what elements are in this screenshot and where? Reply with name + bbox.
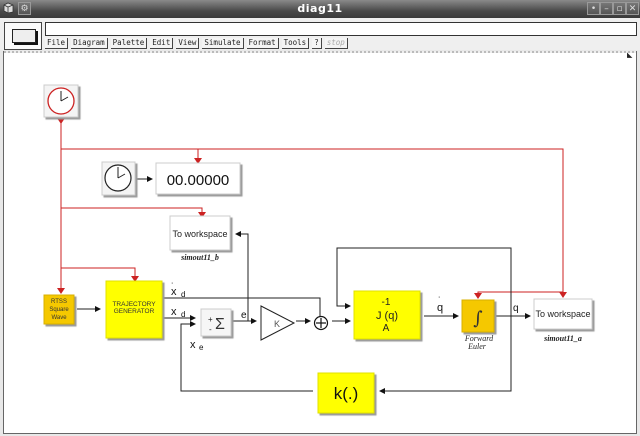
gain-block[interactable]: K bbox=[260, 305, 296, 341]
sigma-icon: Σ bbox=[215, 316, 225, 333]
rtss-label-line2: Square bbox=[49, 307, 69, 313]
activation-arrow bbox=[198, 212, 206, 218]
resize-corner-icon[interactable]: ◣ bbox=[627, 51, 633, 59]
activation-link-trajectory[interactable] bbox=[61, 267, 136, 278]
menu-file[interactable]: File bbox=[45, 38, 69, 49]
window-menu-icon[interactable] bbox=[3, 2, 14, 15]
rtss-square-wave-block[interactable]: RTSS Square Wave bbox=[43, 294, 75, 325]
link-xdot-d[interactable] bbox=[139, 297, 321, 319]
link-q-kinematics[interactable] bbox=[379, 324, 512, 394]
link-e-workspace[interactable] bbox=[235, 231, 249, 321]
minimize-icon: – bbox=[604, 4, 609, 14]
forward-euler-caption-2: Euler bbox=[467, 342, 487, 351]
sum-junction[interactable] bbox=[313, 315, 329, 331]
activation-arrow bbox=[57, 118, 65, 124]
jacobian-sub: A bbox=[383, 323, 390, 334]
integral-icon: ∫ bbox=[473, 308, 483, 329]
pin-icon: • bbox=[590, 4, 597, 14]
activation-arrow bbox=[194, 158, 202, 164]
window-options-button[interactable]: ⚙ bbox=[18, 2, 31, 15]
clock-block-display[interactable] bbox=[101, 161, 136, 196]
trajectory-generator-block[interactable]: TRAJECTORY GENERATOR bbox=[105, 280, 163, 339]
activation-link-top[interactable] bbox=[61, 148, 564, 294]
rtss-label-line3: Wave bbox=[51, 315, 67, 321]
to-workspace-b-block[interactable]: To workspace simout11_b bbox=[169, 215, 231, 262]
menu-diagram[interactable]: Diagram bbox=[71, 38, 108, 49]
activation-link-workspace-b[interactable] bbox=[61, 207, 203, 214]
clock-block-main[interactable] bbox=[43, 84, 79, 118]
jacobian-inverse-block[interactable]: -1 J (q) A bbox=[353, 290, 421, 340]
forward-euler-caption-1: Forward bbox=[464, 334, 494, 343]
activation-arrow bbox=[131, 276, 139, 282]
activation-links bbox=[60, 118, 564, 296]
window-icon bbox=[12, 29, 36, 43]
menu-format[interactable]: Format bbox=[246, 38, 279, 49]
menu-tools[interactable]: Tools bbox=[281, 38, 310, 49]
diagram-canvas[interactable] bbox=[3, 51, 637, 434]
jacobian-main: J (q) bbox=[376, 310, 398, 322]
rtss-label-line1: RTSS bbox=[51, 299, 67, 305]
menu-view[interactable]: View bbox=[176, 38, 200, 49]
close-icon: ✕ bbox=[628, 4, 637, 14]
activation-arrow bbox=[559, 292, 567, 298]
activation-arrow bbox=[474, 293, 482, 299]
activation-arrows bbox=[57, 118, 567, 299]
sum-plus-sign: + bbox=[208, 315, 213, 324]
window-title: diag11 bbox=[297, 2, 343, 15]
signal-x-d-label: x bbox=[171, 306, 177, 318]
time-display-block[interactable]: 00.00000 bbox=[155, 162, 241, 195]
signal-links bbox=[77, 176, 531, 394]
trajectory-label-line1: TRAJECTORY bbox=[112, 301, 156, 308]
gain-label: K bbox=[274, 319, 280, 329]
diagram-view-button[interactable] bbox=[4, 22, 42, 50]
kinematics-label: k(.) bbox=[334, 384, 359, 403]
canvas-ruler bbox=[4, 51, 636, 53]
minimize-button[interactable]: – bbox=[600, 2, 613, 15]
cube-icon bbox=[3, 2, 14, 14]
menubar: File Diagram Palette Edit View Simulate … bbox=[45, 38, 348, 50]
message-field[interactable] bbox=[45, 22, 637, 36]
signal-q-label: q bbox=[513, 303, 519, 314]
activation-link-euler[interactable] bbox=[477, 291, 563, 296]
jacobian-sup: -1 bbox=[382, 297, 391, 308]
signal-qdot-accent: ˙ bbox=[438, 296, 441, 307]
gear-icon: ⚙ bbox=[20, 4, 29, 14]
stop-button: stop bbox=[324, 38, 348, 49]
signal-labels: x ˙ d x d x e e q ˙ q bbox=[171, 282, 519, 352]
menu-help[interactable]: ? bbox=[312, 38, 322, 49]
signal-x-e-label: x bbox=[190, 339, 196, 351]
link-q-jacobian[interactable] bbox=[336, 247, 512, 324]
close-button[interactable]: ✕ bbox=[626, 2, 639, 15]
to-workspace-a-caption: simout11_a bbox=[543, 334, 582, 343]
signal-xdot-d-label: x bbox=[171, 286, 177, 298]
activation-arrow bbox=[57, 288, 65, 294]
signal-e-label: e bbox=[241, 310, 247, 321]
maximize-button[interactable]: ▫ bbox=[613, 2, 626, 15]
to-workspace-a-block[interactable]: To workspace simout11_a bbox=[533, 298, 593, 343]
window-titlebar: ⚙ diag11 • – ▫ ✕ bbox=[0, 0, 640, 18]
signal-qdot-label: q bbox=[437, 302, 443, 314]
signal-xdot-d-accent: ˙ bbox=[171, 282, 174, 293]
menu-edit[interactable]: Edit bbox=[150, 38, 174, 49]
menu-simulate[interactable]: Simulate bbox=[202, 38, 244, 49]
restore-icon: ▫ bbox=[616, 4, 623, 14]
signal-x-e-sub: e bbox=[199, 343, 204, 352]
to-workspace-b-label: To workspace bbox=[172, 229, 227, 239]
link-x-e[interactable] bbox=[180, 321, 313, 392]
pin-button[interactable]: • bbox=[587, 2, 600, 15]
kinematics-block[interactable]: k(.) bbox=[317, 372, 375, 414]
menu-palette[interactable]: Palette bbox=[110, 38, 148, 49]
sum-block[interactable]: + - Σ bbox=[200, 308, 232, 337]
signal-x-d-sub: d bbox=[181, 310, 185, 319]
trajectory-label-line2: GENERATOR bbox=[114, 308, 155, 315]
sum-minus-sign: - bbox=[209, 325, 212, 334]
to-workspace-b-caption: simout11_b bbox=[180, 253, 219, 262]
time-display-value: 00.00000 bbox=[167, 172, 230, 189]
signal-xdot-d-sub: d bbox=[181, 290, 185, 299]
forward-euler-block[interactable]: ∫ Forward Euler bbox=[461, 299, 495, 351]
to-workspace-a-label: To workspace bbox=[535, 309, 590, 319]
